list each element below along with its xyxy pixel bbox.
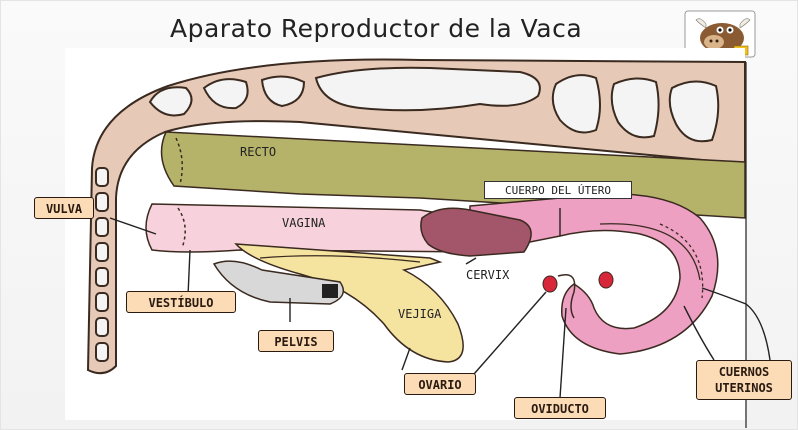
label-cervix: CERVIX — [466, 268, 509, 282]
callout-cuernos-uterinos: CUERNOS UTERINOS — [696, 360, 792, 400]
callout-cuernos-line1: CUERNOS — [697, 364, 791, 380]
ovary-right — [599, 272, 613, 288]
callout-pelvis: PELVIS — [258, 330, 334, 352]
label-cuerpo-utero: CUERPO DEL ÚTERO — [484, 181, 632, 199]
slide-title: Aparato Reproductor de la Vaca — [170, 14, 582, 43]
cow-anatomy-diagram — [0, 48, 798, 430]
ovary-left — [543, 276, 557, 292]
callout-oviducto: OVIDUCTO — [514, 397, 606, 419]
label-vejiga: VEJIGA — [398, 307, 441, 321]
label-recto: RECTO — [240, 145, 276, 159]
callout-vestibulo: VESTÍBULO — [126, 291, 236, 313]
label-vagina: VAGINA — [282, 216, 325, 230]
callout-ovario: OVARIO — [404, 373, 476, 395]
callout-vulva: VULVA — [34, 197, 94, 219]
callout-cuernos-line2: UTERINOS — [697, 380, 791, 396]
